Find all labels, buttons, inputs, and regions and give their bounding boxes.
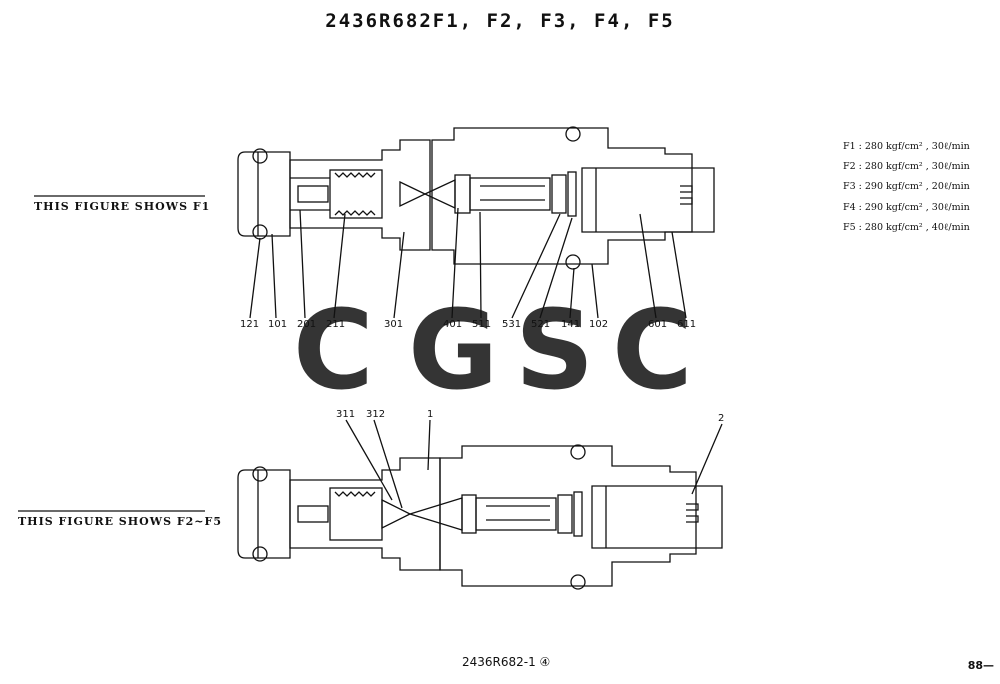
spec-list: F1 : 280 kgf/cm² , 30ℓ/min F2 : 280 kgf/… xyxy=(843,137,970,238)
part-label-601: 601 xyxy=(648,319,667,330)
spec-f3: F3 : 290 kgf/cm² , 20ℓ/min xyxy=(843,181,970,193)
part-labels-top: 121 101 201 211 301 401 511 531 521 141 … xyxy=(240,319,696,330)
part-label-312: 312 xyxy=(366,409,385,420)
part-label-211: 211 xyxy=(326,319,345,330)
part-label-2: 2 xyxy=(718,413,724,424)
spec-f5: F5 : 280 kgf/cm² , 40ℓ/min xyxy=(843,221,970,233)
page-title: 2436R682F1, F2, F3, F4, F5 xyxy=(325,10,675,32)
valve-section-f2-f5 xyxy=(237,419,723,590)
o-ring-121-top xyxy=(252,148,268,164)
drawing-number: 2436R682-1 ④ xyxy=(462,655,551,669)
watermark-letter-c1: C xyxy=(293,286,374,414)
watermark-letter-s: S xyxy=(515,286,594,414)
part-label-531: 531 xyxy=(502,319,521,330)
o-ring-bottom-top xyxy=(252,466,268,482)
caption-f2-f5: THIS FIGURE SHOWS F2~F5 xyxy=(18,515,222,528)
spec-f1: F1 : 280 kgf/cm² , 30ℓ/min xyxy=(843,141,970,152)
watermark-letter-c2: C xyxy=(612,286,693,414)
part-label-201: 201 xyxy=(297,319,316,330)
part-label-141: 141 xyxy=(561,319,580,330)
part-label-301: 301 xyxy=(384,319,403,330)
part-label-401: 401 xyxy=(443,319,462,330)
o-ring-141-bottom xyxy=(565,254,581,270)
o-ring-121-bottom xyxy=(252,224,268,240)
o-ring-bottom-right-bottom xyxy=(570,574,586,590)
spec-f2: F2 : 280 kgf/cm² , 30ℓ/min xyxy=(843,161,970,173)
part-label-611: 611 xyxy=(677,319,696,330)
o-ring-bottom-right-top xyxy=(570,444,586,460)
part-label-101: 101 xyxy=(268,319,287,330)
part-label-521: 521 xyxy=(531,319,550,330)
part-labels-bottom: 311 312 1 2 xyxy=(336,409,724,424)
valve-section-f1 xyxy=(237,126,715,319)
watermark-letter-g: G xyxy=(408,286,498,414)
page-number: 88— xyxy=(967,659,994,672)
o-ring-141-top xyxy=(565,126,581,142)
part-label-511: 511 xyxy=(472,319,491,330)
part-label-121: 121 xyxy=(240,319,259,330)
caption-f1: THIS FIGURE SHOWS F1 xyxy=(34,200,211,213)
o-ring-bottom-bottom xyxy=(252,546,268,562)
part-label-1: 1 xyxy=(427,409,433,420)
spec-f4: F4 : 290 kgf/cm² , 30ℓ/min xyxy=(843,201,970,213)
part-label-102: 102 xyxy=(589,319,608,330)
part-label-311: 311 xyxy=(336,409,355,420)
cgsc-watermark-logo: C G S C xyxy=(293,286,693,414)
